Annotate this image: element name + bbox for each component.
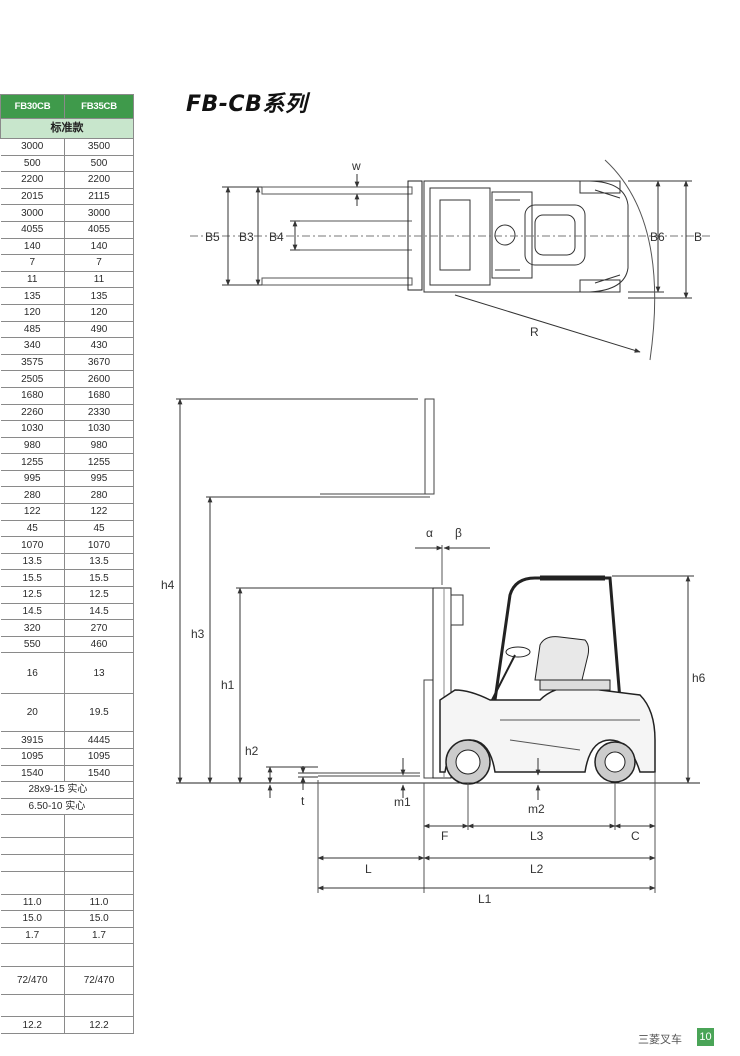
seat (534, 636, 590, 681)
label-c: C (631, 829, 640, 843)
empty-cell (64, 814, 134, 839)
lowered-fork (318, 679, 434, 779)
footer-brand: 三菱叉车 (638, 1033, 682, 1046)
label-b: B (694, 230, 702, 244)
side-view (176, 398, 700, 893)
empty-cell (64, 994, 134, 1018)
label-l1: L1 (478, 892, 492, 906)
label-beta: β (455, 526, 462, 540)
fb35cb-value: 3670 (64, 353, 134, 372)
label-b4: B4 (269, 230, 284, 244)
fb30cb-value: 20 (0, 693, 65, 733)
variant-header: 标准款 (0, 118, 134, 139)
empty-cell (0, 943, 65, 968)
label-w: w (351, 159, 361, 173)
overhead-guard (493, 576, 622, 701)
label-b5: B5 (205, 230, 220, 244)
spec-row-empty (0, 853, 134, 872)
fb35cb-value: 12.2 (64, 1016, 134, 1034)
label-b6: B6 (650, 230, 665, 244)
label-h1: h1 (221, 678, 235, 692)
label-h3: h3 (191, 627, 205, 641)
top-truck-body (423, 180, 629, 293)
label-h2: h2 (245, 744, 259, 758)
label-r: R (530, 325, 539, 339)
empty-cell (0, 814, 65, 839)
fb30cb-value: 16 (0, 652, 65, 695)
empty-cell (0, 870, 65, 895)
fb35cb-value: 19.5 (64, 693, 134, 733)
fb35cb-value: 72/470 (64, 966, 134, 996)
spec-row-empty (0, 814, 134, 839)
label-l2: L2 (530, 862, 544, 876)
page-number: 10 (697, 1028, 714, 1046)
label-b3: B3 (239, 230, 254, 244)
raised-fork (320, 398, 435, 498)
model-header-fb35cb: FB35CB (64, 94, 134, 119)
label-l: L (365, 862, 372, 876)
label-f: F (441, 829, 448, 843)
mast (432, 587, 452, 779)
model-header-fb30cb: FB30CB (0, 94, 65, 119)
label-t: t (301, 794, 305, 808)
top-forks (261, 186, 413, 286)
empty-cell (64, 870, 134, 895)
label-h6: h6 (692, 671, 706, 685)
spec-row-empty (0, 870, 134, 895)
label-h4: h4 (161, 578, 175, 592)
label-m1: m1 (394, 795, 411, 809)
spec-row-empty (0, 994, 134, 1018)
mast-top (450, 594, 464, 626)
top-view (190, 159, 712, 361)
label-l3: L3 (530, 829, 544, 843)
page-title: FB-CB系列 (186, 92, 308, 117)
label-alpha: α (426, 526, 433, 540)
label-m2: m2 (528, 802, 545, 816)
